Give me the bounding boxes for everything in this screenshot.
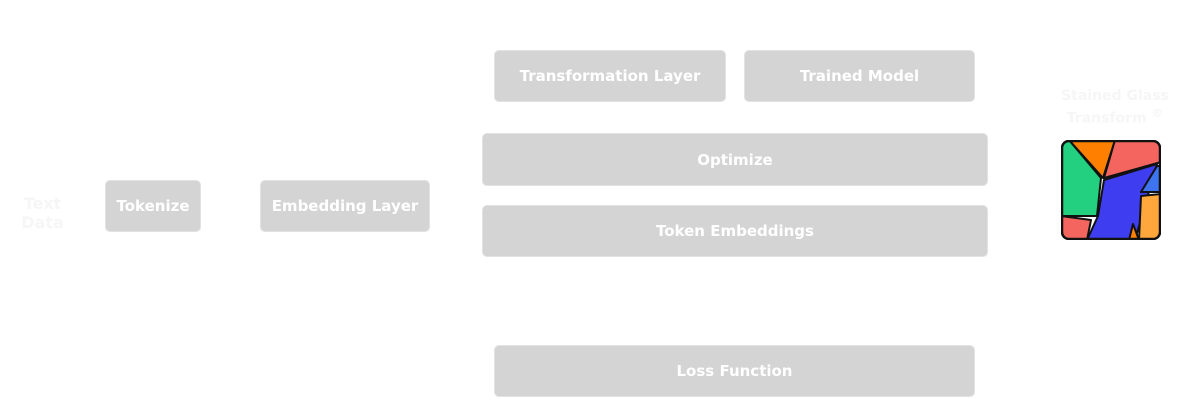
output-label: Stained Glass Transform ® <box>1040 88 1190 128</box>
input-label: Text Data <box>21 194 64 232</box>
transformation-layer-box: Transformation Layer <box>494 50 726 102</box>
output-label-text: Stained Glass Transform <box>1061 88 1169 127</box>
token-embeddings-box: Token Embeddings <box>482 205 988 257</box>
tokenize-box: Tokenize <box>105 180 201 232</box>
embedding-layer-box: Embedding Layer <box>260 180 430 232</box>
optimize-box: Optimize <box>482 133 988 186</box>
trained-model-box: Trained Model <box>744 50 975 102</box>
loss-function-box: Loss Function <box>494 345 975 397</box>
stained-glass-logo-icon <box>1061 140 1161 240</box>
registered-mark: ® <box>1151 106 1164 120</box>
